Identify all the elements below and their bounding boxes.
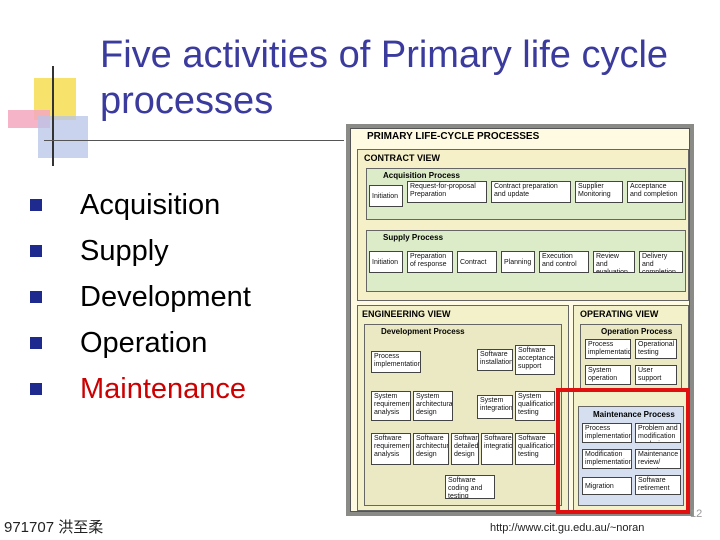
maintenance-process-label: Maintenance Process: [593, 410, 675, 419]
dev-step-implementation: Process implementation: [371, 351, 421, 373]
op-step-testing: Operational testing: [635, 339, 677, 359]
dev-step-sys-integration: System integration: [477, 395, 513, 419]
slide-title: Five activities of Primary life cycle pr…: [100, 32, 710, 124]
acquisition-process-label: Acquisition Process: [383, 171, 460, 180]
operation-process-label: Operation Process: [601, 327, 673, 336]
sup-step-initiation: Initiation: [369, 251, 403, 273]
engineering-view-label: ENGINEERING VIEW: [362, 309, 451, 319]
decor-horizontal-line: [44, 140, 344, 141]
acq-step-monitoring: Supplier Monitoring: [575, 181, 623, 203]
maint-step-analysis: Problem and modification analysis: [635, 423, 681, 443]
title-line-1: Five activities of Primary life cycle: [100, 34, 669, 76]
maintenance-process: Maintenance Process Process implementati…: [578, 406, 684, 506]
bullet-item: Acquisition: [30, 182, 251, 228]
sup-step-delivery: Delivery and completion: [639, 251, 683, 273]
acq-step-initiation: Initiation: [369, 185, 403, 207]
maint-step-modification: Modification implementation: [582, 449, 632, 469]
acq-step-rfp: Request-for-proposal Preparation: [407, 181, 487, 203]
footer-url: http://www.cit.gu.edu.au/~noran: [490, 522, 645, 534]
dev-step-sys-qualification: System qualification testing: [515, 391, 555, 421]
bullet-list: Acquisition Supply Development Operation…: [30, 182, 251, 412]
decor-blue-square: [38, 116, 88, 158]
bullet-item: Operation: [30, 320, 251, 366]
bullet-item: Maintenance: [30, 366, 251, 412]
maint-step-implementation: Process implementation: [582, 423, 632, 443]
sup-step-contract: Contract: [457, 251, 497, 273]
page-number: 12: [690, 508, 703, 520]
footer-author: 971707 洪至柔: [4, 519, 104, 536]
supply-process: Supply Process Initiation Preparation of…: [366, 230, 686, 292]
dev-step-sw-requirements: Software requirements analysis: [371, 433, 411, 465]
operating-view-label: OPERATING VIEW: [580, 309, 659, 319]
bullet-item: Supply: [30, 228, 251, 274]
dev-step-sw-detailed: Software detailed design: [451, 433, 479, 465]
dev-step-sw-integration: Software integration: [481, 433, 513, 465]
title-line-2: processes: [100, 80, 274, 122]
dev-step-sw-qualification: Software qualification testing: [515, 433, 555, 465]
op-step-implementation: Process implementation: [585, 339, 631, 359]
bullet-square-icon: [30, 245, 42, 257]
bullet-text: Development: [80, 280, 251, 313]
operation-process: Operation Process Process implementation…: [580, 324, 682, 392]
bullet-square-icon: [30, 337, 42, 349]
sup-step-preparation: Preparation of response: [407, 251, 453, 273]
sup-step-execution: Execution and control: [539, 251, 589, 273]
dev-step-installation: Software installation: [477, 349, 513, 371]
decor-vertical-line: [52, 66, 54, 166]
bullet-square-icon: [30, 199, 42, 211]
diagram-frame: PRIMARY LIFE-CYCLE PROCESSES CONTRACT VI…: [350, 128, 690, 512]
acquisition-process: Acquisition Process Initiation Request-f…: [366, 168, 686, 220]
dev-step-sw-architecture: Software architectural design: [413, 433, 449, 465]
op-step-user-support: User support: [635, 365, 677, 385]
development-process-label: Development Process: [381, 327, 465, 336]
sup-step-planning: Planning: [501, 251, 535, 273]
engineering-view: ENGINEERING VIEW Development Process Pro…: [357, 305, 569, 511]
bullet-square-icon: [30, 383, 42, 395]
bullet-item: Development: [30, 274, 251, 320]
bullet-text: Supply: [80, 234, 169, 267]
operating-view: OPERATING VIEW Operation Process Process…: [573, 305, 689, 511]
dev-step-coding: Software coding and testing: [445, 475, 495, 499]
dev-step-acceptance-support: Software acceptance support: [515, 345, 555, 375]
bullet-text-highlight: Maintenance: [80, 372, 247, 405]
maint-step-retirement: Software retirement: [635, 475, 681, 495]
diagram-title: PRIMARY LIFE-CYCLE PROCESSES: [367, 131, 540, 142]
op-step-system-operation: System operation: [585, 365, 631, 385]
maintenance-highlight-frame: [556, 388, 690, 514]
maint-step-review: Maintenance review/ acceptance: [635, 449, 681, 469]
maint-step-migration: Migration: [582, 477, 632, 495]
acq-step-acceptance: Acceptance and completion: [627, 181, 683, 203]
development-process: Development Process Process implementati…: [364, 324, 562, 506]
bullet-square-icon: [30, 291, 42, 303]
contract-view-label: CONTRACT VIEW: [364, 153, 440, 163]
bullet-text: Operation: [80, 326, 208, 359]
acq-step-contract: Contract preparation and update: [491, 181, 571, 203]
contract-view: CONTRACT VIEW Acquisition Process Initia…: [357, 149, 689, 301]
sup-step-review: Review and evaluation: [593, 251, 635, 273]
dev-step-sys-requirements: System requirements analysis: [371, 391, 411, 421]
lifecycle-diagram: PRIMARY LIFE-CYCLE PROCESSES CONTRACT VI…: [346, 124, 694, 516]
dev-step-sys-architecture: System architectural design: [413, 391, 453, 421]
bullet-text: Acquisition: [80, 188, 221, 221]
supply-process-label: Supply Process: [383, 233, 444, 242]
